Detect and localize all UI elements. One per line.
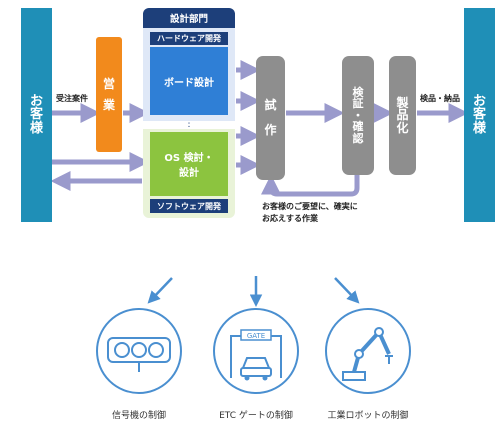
- sw-task-line2: 設計: [179, 168, 199, 179]
- dots: ⋮: [143, 120, 235, 129]
- sw-panel: OS 検討・ 設計 ソフトウェア開発: [143, 129, 235, 218]
- gate-sign: GATE: [247, 332, 265, 340]
- caption-etc-gate: ETC ゲートの制御: [219, 411, 293, 421]
- productize-box: 製 品 化: [389, 56, 416, 175]
- order-label: 受注案件: [56, 94, 88, 103]
- feedback-text: お客様のご要望に、確実に お応えする作業: [262, 201, 358, 225]
- prototype-box: 試 作: [256, 56, 285, 180]
- hw-header: ハードウェア開発: [150, 32, 228, 45]
- sw-task: OS 検討・ 設計: [150, 132, 228, 196]
- sw-task-line1: OS 検討・: [164, 153, 214, 164]
- design-department: 設計部門 ハードウェア開発 ボード設計 ⋮ OS 検討・ 設計 ソフトウェア開発: [143, 8, 235, 218]
- etc-gate-icon: GATE: [213, 308, 299, 394]
- hw-task: ボード設計: [150, 47, 228, 115]
- caption-robot: 工業ロボットの制御: [327, 411, 409, 421]
- inspect-label: 検品・納品: [420, 94, 460, 103]
- sales-box: 営 業: [96, 37, 122, 152]
- design-dept-title: 設計部門: [143, 8, 235, 28]
- hw-panel: ハードウェア開発 ボード設計: [143, 28, 235, 121]
- traffic-light-icon: [96, 308, 182, 394]
- arrow-feedback: [261, 174, 360, 197]
- arrow-down-1: [147, 277, 173, 304]
- caption-traffic-light: 信号機の制御: [111, 411, 166, 421]
- industrial-robot-icon: [325, 308, 411, 394]
- verify-box: 検 証 ・ 確 認: [342, 56, 374, 175]
- feedback-line2: お応えする作業: [262, 214, 318, 223]
- customer-left: お 客 様: [21, 8, 52, 222]
- feedback-line1: お客様のご要望に、確実に: [262, 202, 358, 211]
- sw-header: ソフトウェア開発: [150, 199, 228, 213]
- arrow-down-3: [334, 277, 360, 304]
- customer-right: お 客 様: [464, 8, 495, 222]
